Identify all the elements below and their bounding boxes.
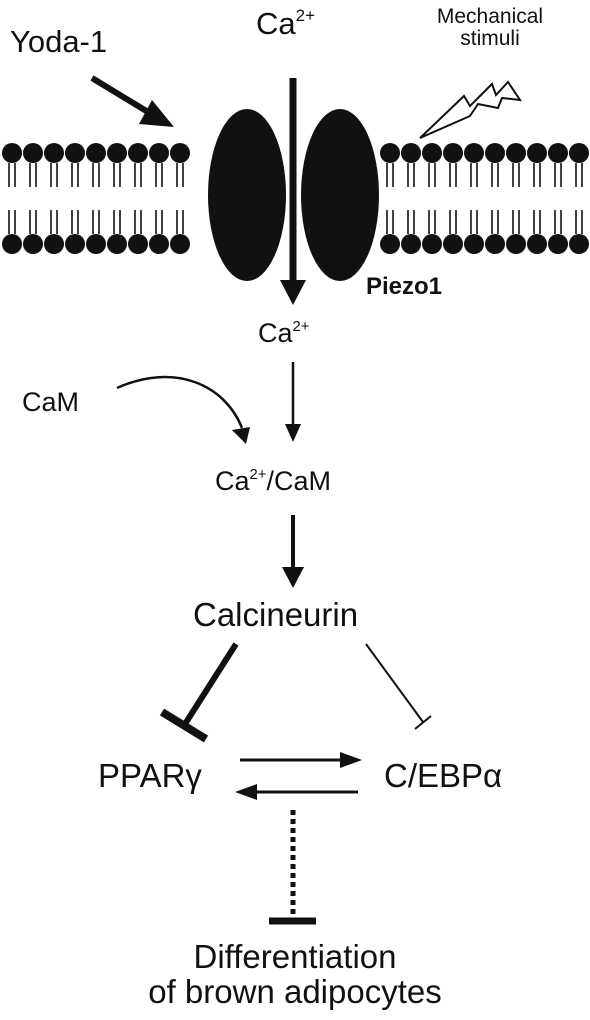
ca-mid-label: Ca2+	[258, 318, 310, 348]
lipid-head	[443, 234, 463, 254]
lipid-head	[149, 143, 169, 163]
lipid-head	[170, 234, 190, 254]
lipid-heads-left	[2, 143, 190, 254]
ca-to-cacam-arrow	[285, 362, 301, 442]
ca-top-superscript: 2+	[295, 6, 316, 26]
lipid-head	[422, 143, 442, 163]
cacam-to-calcineurin-arrow	[282, 515, 304, 588]
differentiation-label: Differentiation of brown adipocytes	[95, 938, 495, 1010]
differentiation-line1: Differentiation	[193, 938, 397, 975]
lipid-head	[107, 143, 127, 163]
lipid-head	[506, 234, 526, 254]
lipid-head	[464, 234, 484, 254]
lipid-head	[65, 143, 85, 163]
lightning-bolt-icon	[419, 80, 523, 139]
piezo1-subunit-left	[208, 109, 286, 281]
calcineurin-inhibits-pparg	[159, 642, 239, 743]
yoda1-label: Yoda-1	[10, 24, 108, 59]
ca-cam-complex-label: Ca2+/CaM	[215, 466, 331, 496]
cam-label: CaM	[22, 387, 80, 417]
calcineurin-label: Calcineurin	[193, 596, 359, 633]
cacam-rest: /CaM	[266, 466, 331, 496]
lipid-head	[23, 143, 43, 163]
lipid-head	[569, 143, 589, 163]
ca-top-label: Ca2+	[256, 6, 316, 41]
stimuli-line: stimuli	[460, 27, 520, 51]
lipid-head	[2, 234, 22, 254]
ca-mid-superscript: 2+	[292, 318, 310, 335]
lipid-head	[2, 143, 22, 163]
lipid-head	[149, 234, 169, 254]
mechanical-stimuli-label: Mechanical stimuli	[410, 5, 570, 51]
mechanical-line: Mechanical	[436, 5, 544, 28]
pparg-label: PPARγ	[98, 757, 202, 794]
lipid-head	[527, 143, 547, 163]
cam-binding-arrow	[116, 375, 250, 444]
lipid-head	[380, 143, 400, 163]
lipid-head	[170, 143, 190, 163]
cacam-base: Ca	[215, 466, 250, 496]
lipid-head	[107, 234, 127, 254]
lipid-heads-right	[380, 143, 589, 254]
yoda1-arrow	[90, 75, 174, 127]
lipid-head	[527, 234, 547, 254]
lipid-head	[128, 143, 148, 163]
differentiation-line2: of brown adipocytes	[148, 972, 442, 1010]
cebpa-label: C/EBPα	[384, 757, 503, 794]
lipid-head	[401, 143, 421, 163]
lipid-head	[548, 234, 568, 254]
piezo1-channel	[208, 109, 379, 281]
lipid-head	[86, 234, 106, 254]
pparg-to-cebpa-arrow	[240, 752, 362, 768]
lipid-head	[485, 143, 505, 163]
lipid-head	[128, 234, 148, 254]
cebpa-to-pparg-arrow	[235, 784, 358, 800]
lipid-head	[65, 234, 85, 254]
lipid-head	[44, 234, 64, 254]
piezo1-subunit-right	[301, 109, 379, 281]
lipid-head	[380, 234, 400, 254]
lipid-head	[464, 143, 484, 163]
lipid-head	[548, 143, 568, 163]
lipid-head	[569, 234, 589, 254]
lipid-head	[422, 234, 442, 254]
membrane-bilayer	[2, 143, 589, 254]
ca-mid-base: Ca	[258, 318, 293, 348]
cacam-superscript: 2+	[249, 466, 267, 483]
calcineurin-inhibits-cebpa	[365, 643, 432, 730]
lipid-head	[485, 234, 505, 254]
lipid-head	[44, 143, 64, 163]
lipid-head	[401, 234, 421, 254]
calcium-influx-arrow	[280, 78, 306, 305]
inhibits-differentiation-dotted	[269, 810, 316, 925]
lipid-head	[506, 143, 526, 163]
lipid-head	[23, 234, 43, 254]
piezo1-label: Piezo1	[366, 273, 443, 300]
ca-top-base: Ca	[256, 6, 296, 41]
lipid-head	[86, 143, 106, 163]
lipid-head	[443, 143, 463, 163]
